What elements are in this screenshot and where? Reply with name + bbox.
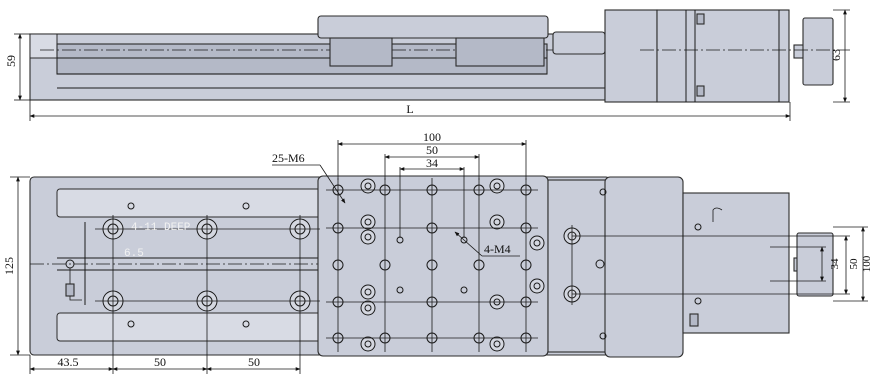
side-end-cap-top bbox=[29, 33, 58, 59]
side-carriage-top bbox=[317, 15, 549, 39]
motor-height-label: 63 bbox=[829, 49, 843, 61]
table-pitch-50-label: 50 bbox=[426, 143, 438, 157]
top-coupler-housing bbox=[547, 179, 609, 353]
top-carriage-table bbox=[317, 175, 549, 357]
base-pitch-2-label: 50 bbox=[248, 355, 260, 369]
ghost-label-deep: 4-11 DEEP bbox=[131, 222, 191, 234]
width-label: 125 bbox=[2, 257, 16, 275]
side-handwheel bbox=[802, 17, 834, 86]
top-motor-flange bbox=[604, 176, 684, 358]
table-pitch-34-label: 34 bbox=[426, 156, 438, 170]
side-motor-screw-top bbox=[696, 13, 705, 25]
table-holes-label: 25-M6 bbox=[272, 151, 305, 165]
side-view: 59 63 L bbox=[4, 9, 850, 121]
hole-centerlines bbox=[95, 178, 573, 374]
side-carriage-block-left bbox=[329, 37, 393, 67]
side-coupler-housing bbox=[552, 31, 606, 55]
flange-pitch-100-label: 100 bbox=[861, 255, 873, 272]
top-view: 4-11 DEEP 6.5 125 100 50 34 25-M6 4-M4 4… bbox=[2, 130, 873, 374]
side-motor-body bbox=[656, 9, 790, 103]
side-motor-screw-bottom bbox=[696, 85, 705, 97]
side-carriage-block-right bbox=[455, 37, 545, 67]
flange-pitch-34-label: 34 bbox=[829, 258, 841, 270]
top-cable bbox=[712, 207, 723, 222]
table-pitch-100-label: 100 bbox=[423, 130, 441, 144]
side-motor-flange bbox=[604, 9, 658, 103]
base-pitch-1-label: 50 bbox=[154, 355, 166, 369]
table-hole-grid bbox=[332, 178, 545, 352]
table-center-holes-label: 4-M4 bbox=[484, 242, 511, 256]
base-clamp bbox=[65, 283, 75, 297]
base-offset-label: 43.5 bbox=[58, 355, 79, 369]
flange-pitch-50-label: 50 bbox=[848, 258, 860, 270]
top-handwheel bbox=[796, 232, 834, 297]
ghost-label-dia: 6.5 bbox=[124, 248, 144, 260]
side-height-label: 59 bbox=[4, 55, 18, 67]
length-label: L bbox=[406, 102, 413, 116]
top-connector bbox=[689, 313, 699, 327]
base-bracket bbox=[69, 268, 82, 301]
top-motor-body bbox=[682, 192, 790, 334]
